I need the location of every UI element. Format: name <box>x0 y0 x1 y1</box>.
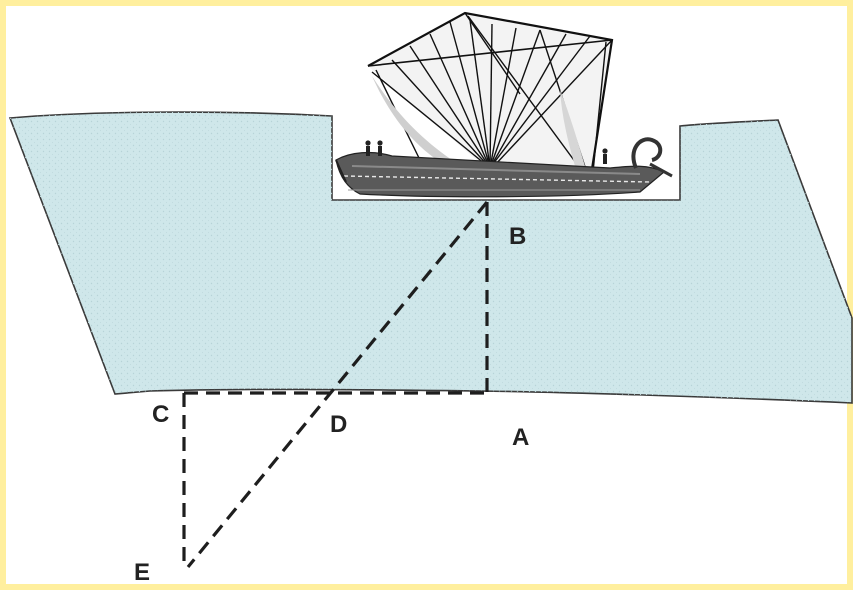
sail-yard <box>367 39 613 67</box>
crew-head <box>377 140 383 146</box>
segment-BE <box>186 200 489 569</box>
sail-spar <box>464 12 521 95</box>
label-C: C <box>152 401 169 428</box>
crew-head <box>365 140 371 146</box>
sail-outline <box>367 11 614 183</box>
crew-figure <box>378 146 382 156</box>
sail-shade <box>368 13 612 182</box>
label-E: E <box>134 559 150 586</box>
label-B: B <box>509 223 526 250</box>
sail-sweep-right <box>560 90 588 176</box>
oar-ports <box>343 175 651 183</box>
sail-rigging <box>371 15 613 183</box>
hull-rail <box>351 165 641 175</box>
crew-head <box>602 148 608 154</box>
crew-figure <box>603 154 607 164</box>
stern-curl <box>631 137 663 169</box>
label-A: A <box>512 424 529 451</box>
stern-ornament <box>649 162 673 178</box>
trireme-ship-icon <box>335 11 673 198</box>
river-water-texture <box>10 112 852 403</box>
ship-hull <box>335 151 666 198</box>
crew-figure <box>366 146 370 156</box>
label-D: D <box>330 411 347 438</box>
ship-bow <box>335 159 347 183</box>
construction-lines <box>182 200 489 569</box>
